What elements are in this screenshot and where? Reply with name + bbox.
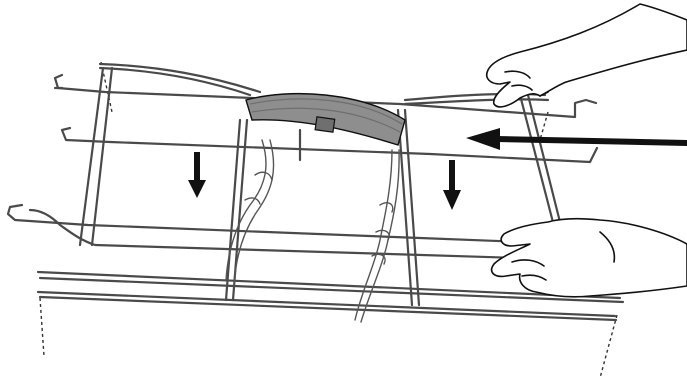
- down-arrow-icon: [188, 152, 206, 198]
- lower-rack-rail-4: [38, 292, 615, 316]
- guide-line-bottom-right: [600, 315, 617, 378]
- hand-top: [487, 4, 687, 107]
- upper-rack-rail-front: [62, 128, 597, 162]
- guide-line-bottom-left: [40, 298, 44, 356]
- down-arrow-icon: [443, 160, 461, 210]
- guide-line-top-right: [540, 112, 548, 140]
- hand-icon: [492, 219, 687, 297]
- strap-buckle: [315, 117, 335, 132]
- upper-rack-side-left: [80, 68, 103, 245]
- hand-bottom: [492, 219, 687, 297]
- left-arrow-icon: [466, 128, 687, 150]
- hand-icon: [487, 4, 687, 107]
